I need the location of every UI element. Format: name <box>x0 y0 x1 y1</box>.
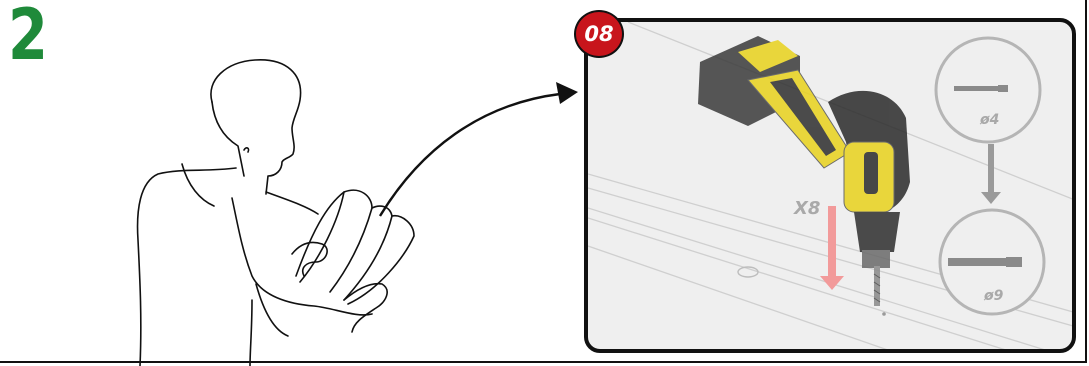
repeat-count-label: X8 <box>794 198 820 219</box>
drilling-step-panel: X8 ø4 ø9 <box>584 18 1076 353</box>
person-reading-manual-icon <box>138 60 414 366</box>
drill-bit-icon <box>948 257 1022 267</box>
cordless-drill-icon <box>698 36 910 306</box>
curved-arrow-icon <box>380 82 578 216</box>
drill-bit-icon <box>954 85 1008 92</box>
down-arrow-icon <box>820 206 844 290</box>
final-bit-label: ø9 <box>984 288 1003 304</box>
drill-mark <box>882 312 886 316</box>
bit-sequence-arrow <box>981 144 1001 204</box>
substep-badge: 08 <box>574 10 624 58</box>
pilot-bit-label: ø4 <box>980 112 999 128</box>
